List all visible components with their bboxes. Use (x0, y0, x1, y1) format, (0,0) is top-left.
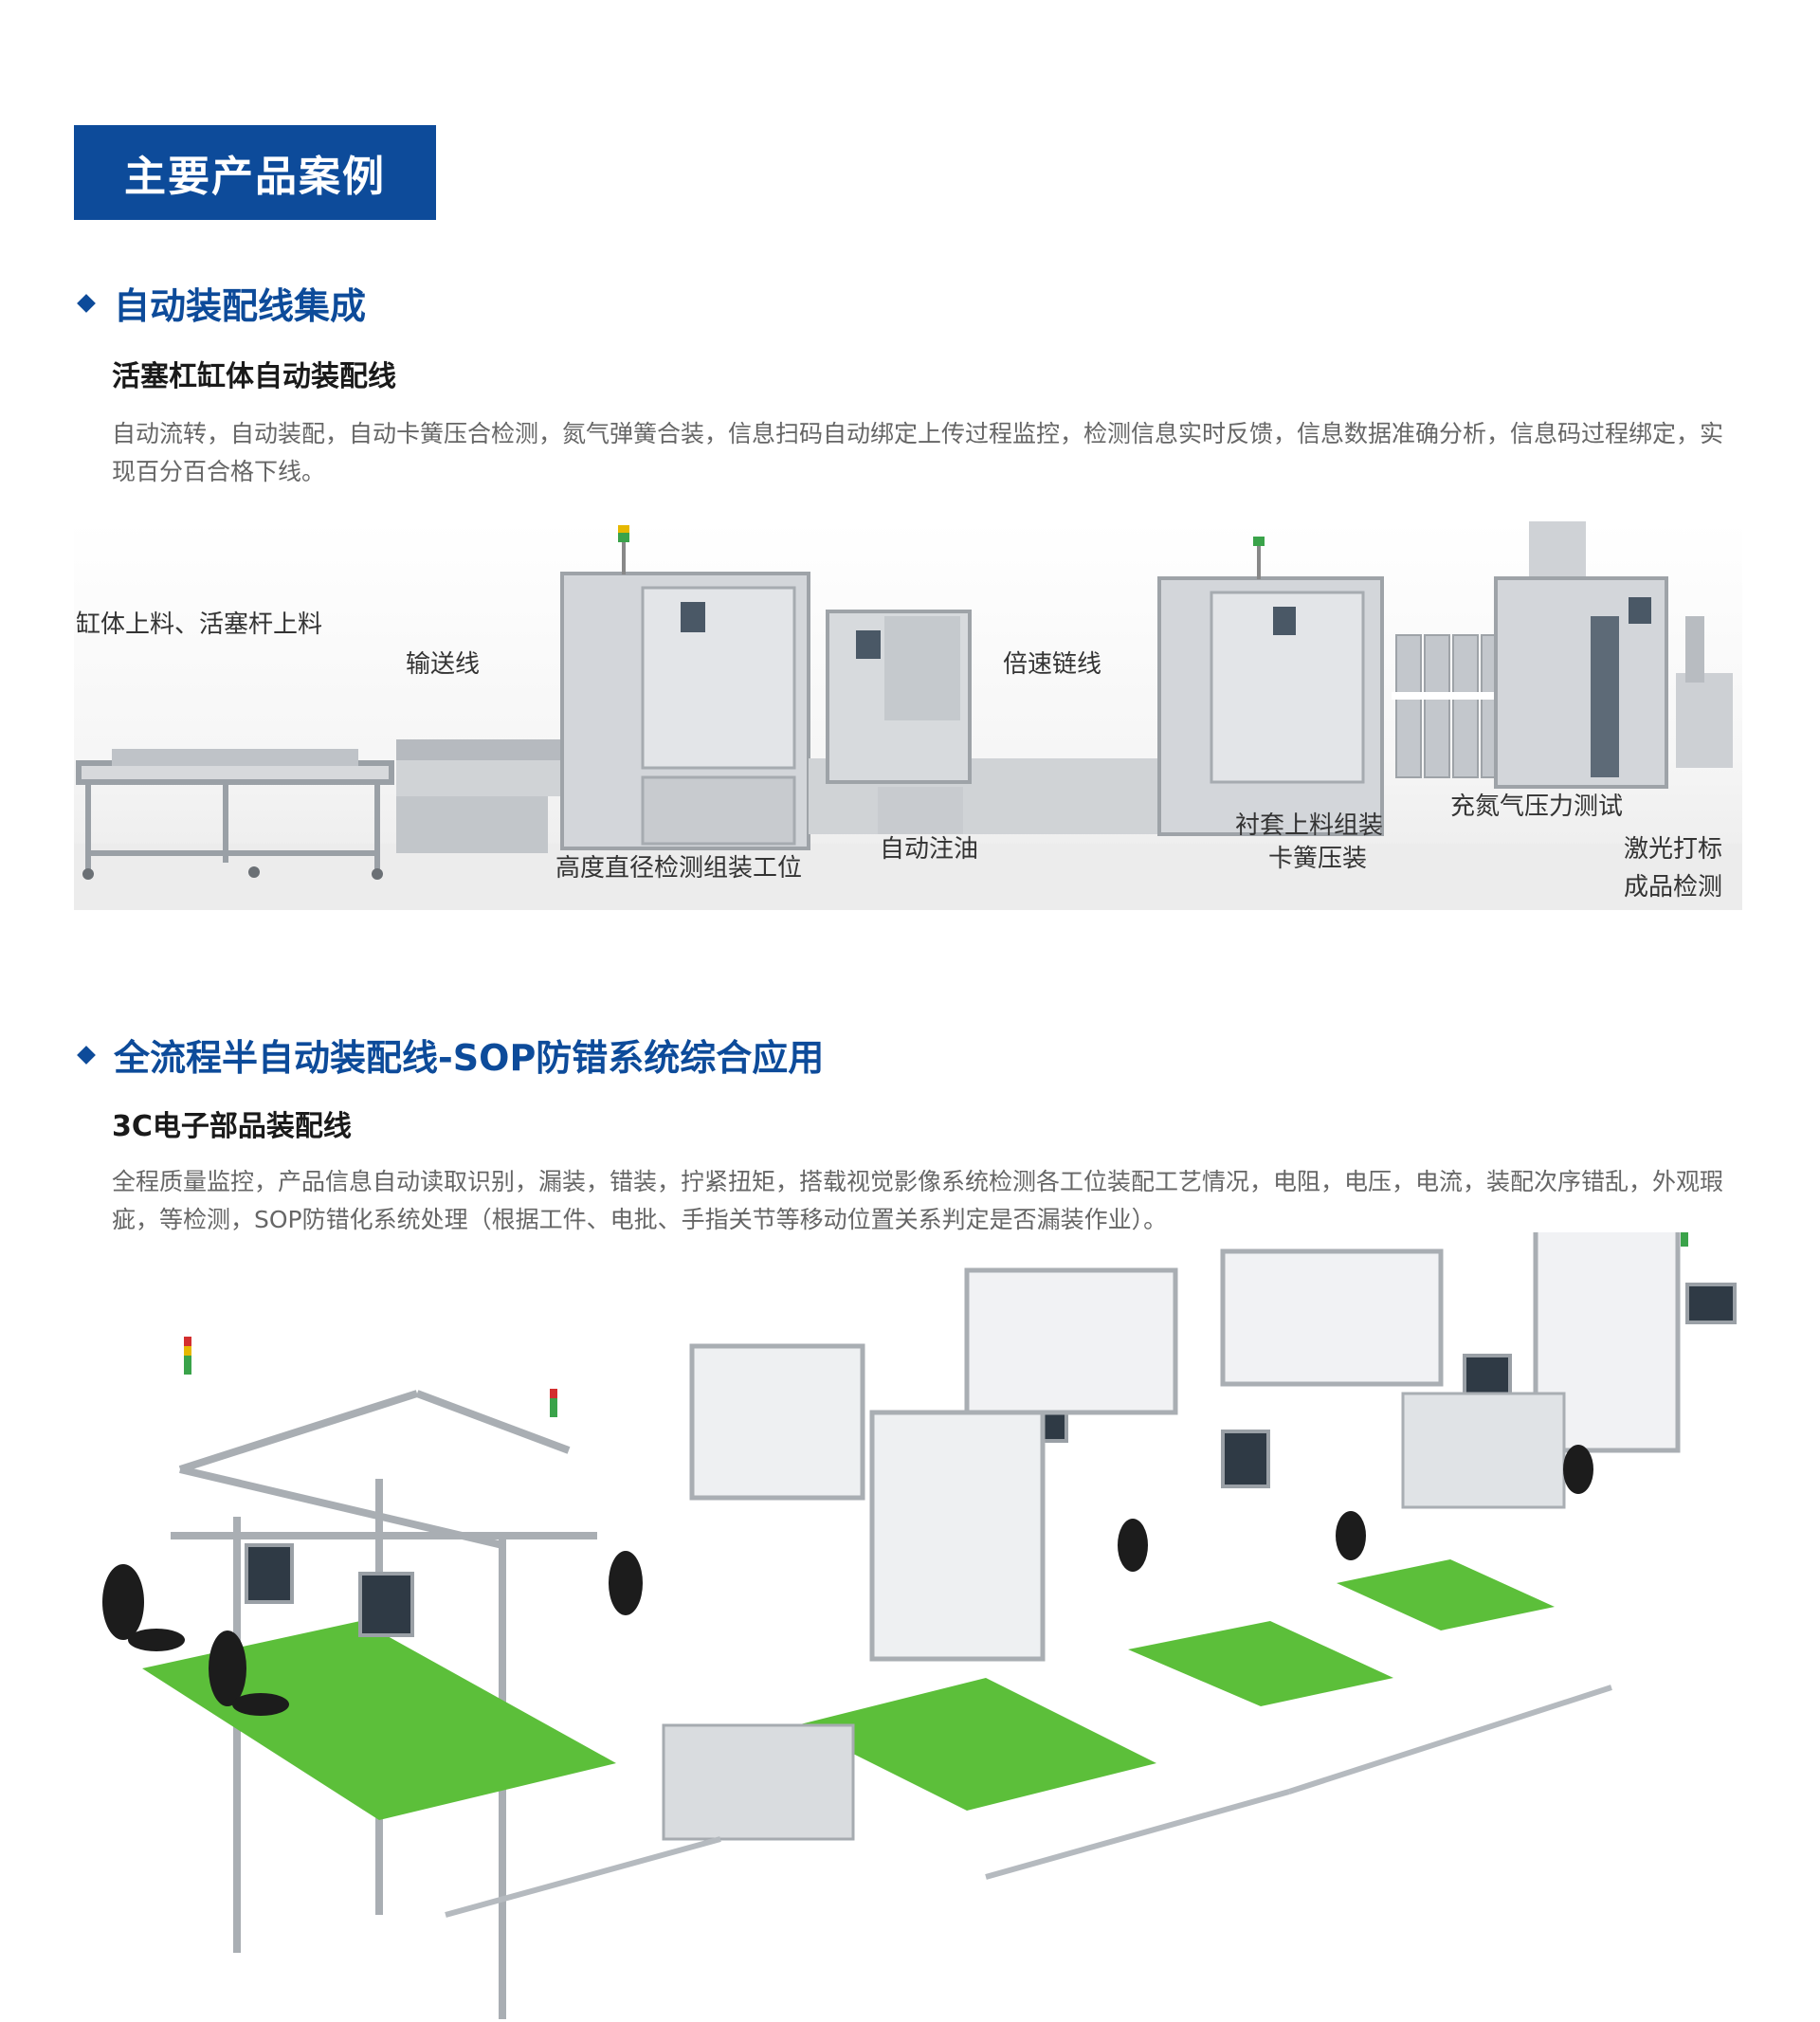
label-circlip-press: 卡簧压装 (1268, 845, 1368, 873)
diamond-bullet-icon (77, 1045, 96, 1065)
semi-auto-line-illustration (102, 1232, 1737, 2019)
assembly-line-image: 缸体上料、活塞杆上料 输送线 倍速链线 高度直径检测组装工位 自动注油 衬套上料… (74, 521, 1742, 910)
label-height-diameter-station: 高度直径检测组装工位 (555, 854, 803, 883)
assembly-line-illustration (74, 521, 1742, 910)
label-final-inspection: 成品检测 (1624, 873, 1723, 902)
section2-heading: 全流程半自动装配线-SOP防错系统综合应用 (74, 1029, 824, 1081)
diamond-bullet-icon (77, 293, 96, 313)
label-nitrogen-test: 充氮气压力测试 (1450, 792, 1624, 821)
page-title: 主要产品案例 (124, 153, 386, 201)
section2-heading-text: 全流程半自动装配线-SOP防错系统综合应用 (114, 1037, 825, 1079)
label-conveyor-line: 输送线 (406, 650, 481, 679)
section1-heading: 自动装配线集成 (74, 277, 366, 329)
label-auto-oiling: 自动注油 (880, 835, 979, 864)
semi-auto-line-image (57, 1232, 1754, 2019)
section1-description: 自动流转，自动装配，自动卡簧压合检测，氮气弹簧合装，信息扫码自动绑定上传过程监控… (112, 420, 1724, 485)
page-title-banner: 主要产品案例 (74, 125, 436, 220)
label-cylinder-feeding: 缸体上料、活塞杆上料 (76, 610, 323, 639)
section1-heading-text: 自动装配线集成 (114, 285, 367, 327)
label-bushing-assembly: 衬套上料组装 (1235, 811, 1384, 840)
label-speed-chain-line: 倍速链线 (1003, 650, 1102, 679)
label-laser-marking: 激光打标 (1624, 835, 1723, 864)
section2-description: 全程质量监控，产品信息自动读取识别，漏装，错装，拧紧扭矩，搭载视觉影像系统检测各… (112, 1168, 1724, 1233)
section1-subheading: 活塞杠缸体自动装配线 (112, 360, 396, 393)
section2-subheading: 3C电子部品装配线 (112, 1110, 352, 1143)
